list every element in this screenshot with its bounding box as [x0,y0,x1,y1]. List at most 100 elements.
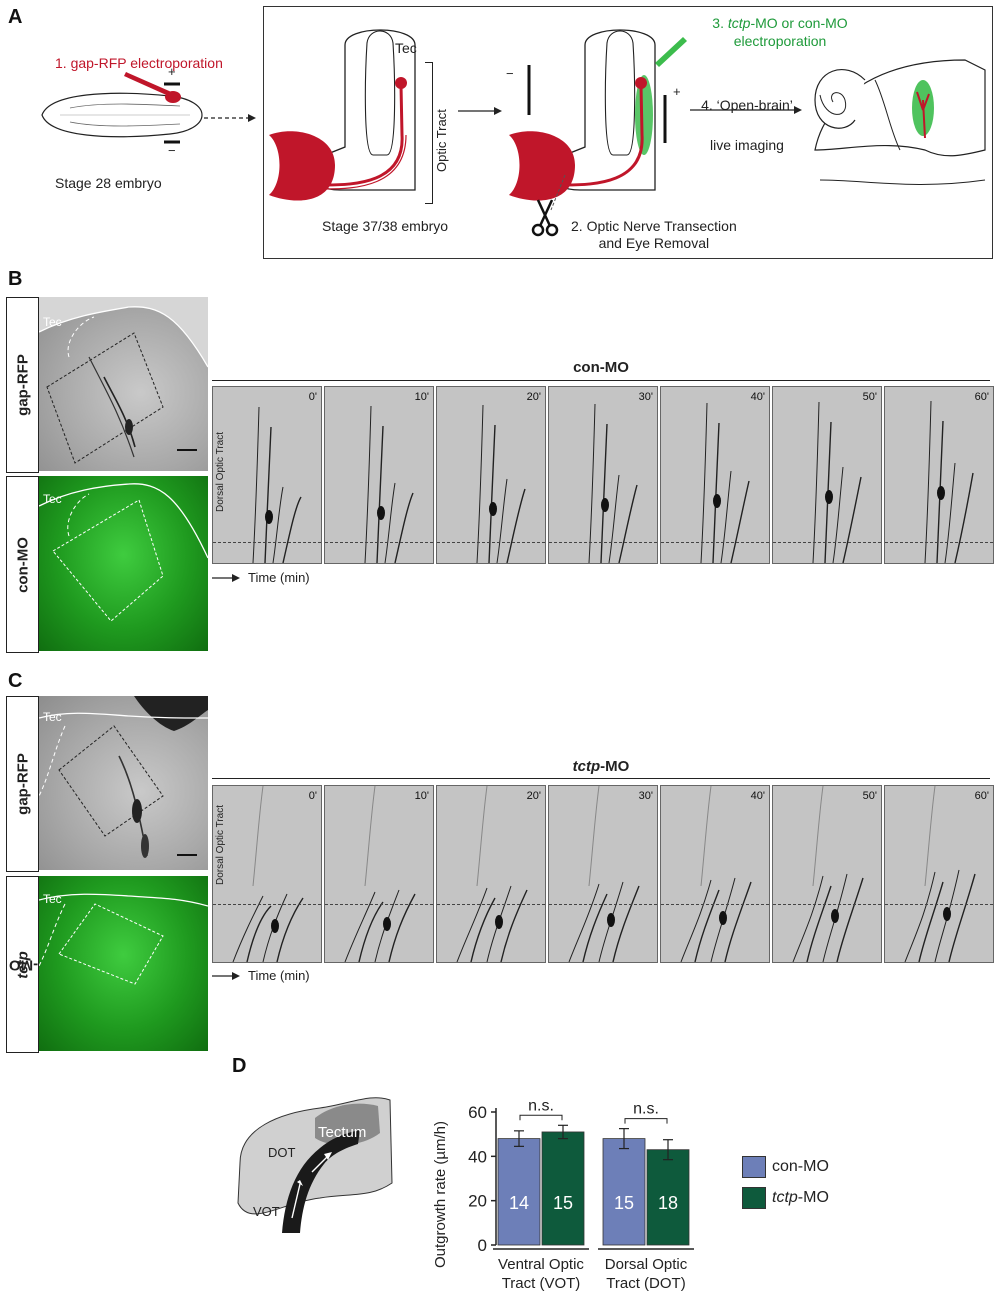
row-label-con-mo-b: con-MO [6,476,39,653]
dorsal-optic-tract-label-c: Dorsal Optic Tract [215,804,226,885]
gap-rfp-image-c: Tec [39,696,208,870]
frame-time-label: 20' [526,790,541,802]
tec-label-a1: Tec [395,40,417,56]
row-label-gap-rfp-b: gap-RFP [6,297,39,473]
frame-time-label: 60' [974,790,989,802]
bar [497,1138,541,1246]
bar [541,1131,585,1246]
timelapse-frame: 0' [212,386,322,564]
significance-label: n.s. [528,1097,554,1114]
panel-label-b: B [8,268,23,290]
tec-label-c-gray: Tec [43,710,62,724]
legend-swatch-tctp-mo [742,1187,766,1209]
dashed-arrow [204,114,256,122]
timelapse-frame: 10' [324,785,434,963]
arrow-to-step2 [458,107,502,115]
timelapse-frame: 10' [324,386,434,564]
group-label-line2: Tract (VOT) [502,1275,581,1292]
scissors-icon [531,199,559,237]
bar-n-label: 14 [509,1193,529,1213]
tec-label-c-green: Tec [43,892,62,906]
frame-time-label: 30' [638,391,653,403]
frame-time-label: 40' [750,790,765,802]
legend-swatch-con-mo [742,1156,766,1178]
row-label-gap-rfp-c: gap-RFP [6,696,39,872]
tec-label-b-gray: Tec [43,315,62,329]
minus-sign: − [168,143,176,158]
tectum-label: Tectum [318,1124,367,1141]
timelapse-frame: 50' [772,386,882,564]
frame-time-label: 50' [862,391,877,403]
chart-ylabel: Outgrowth rate (µm/h) [432,1120,449,1268]
optic-tract-label: Optic Tract [434,109,449,172]
arrow-to-step4 [690,106,802,114]
step1-label: 1. gap-RFP electroporation [55,55,223,71]
time-axis-label-b: Time (min) [248,570,310,585]
plus-sign: + [168,64,176,79]
plus-sign-2: + [673,84,681,99]
stage28-label: Stage 28 embryo [55,175,162,191]
significance-bracket [519,1114,563,1121]
group-label-line2: Tract (DOT) [606,1275,685,1292]
gap-rfp-image-b: Tec [39,297,208,471]
frame-time-label: 50' [862,790,877,802]
legend-label-con-mo: con-MO [772,1158,829,1175]
frame-time-label: 40' [750,391,765,403]
brain-tract-diagram [237,1097,393,1233]
tec-label-b-green: Tec [43,492,62,506]
frame-time-label: 60' [974,391,989,403]
time-axis-label-c: Time (min) [248,968,310,983]
bar-n-label: 15 [614,1193,634,1213]
tctp-mo-green-image-c: Tec [39,876,208,1051]
stage37-label: Stage 37/38 embryo [322,218,449,234]
bar-n-label: 18 [658,1193,678,1213]
frame-time-label: 30' [638,790,653,802]
panel-label-c: C [8,670,23,692]
transection-brain-illustration [509,29,687,211]
con-mo-title-rule [212,380,990,381]
timelapse-frame: 0' [212,785,322,963]
significance-bracket [624,1118,668,1124]
protocol-box [263,6,993,259]
frame-time-label: 20' [526,391,541,403]
timelapse-frame: 20' [436,785,546,963]
group-label-line1: Dorsal Optic [605,1256,688,1273]
timelapse-frame: 20' [436,386,546,564]
frame-time-label: 10' [414,391,429,403]
timelapse-frame: 50' [772,785,882,963]
tctp-mo-title: tctp-MO [572,758,630,775]
con-mo-title: con-MO [573,359,629,376]
y-tick-label: 40 [468,1147,487,1166]
step4-label: 4. ‘Open-brain’live imaging [701,97,793,153]
time-arrow-c [212,972,240,980]
frame-time-label: 0' [308,391,317,403]
vot-label: VOT [253,1204,280,1219]
minus-sign-2: − [506,66,514,81]
timelapse-frame: 60' [884,386,994,564]
stage37-brain-illustration [269,29,416,201]
frame-time-label: 10' [414,790,429,802]
panel-label-d: D [232,1055,247,1077]
row-label-tctp-mo-c: tctp-MO [6,876,39,1053]
legend-label-tctp-mo: tctp-MO [772,1189,829,1206]
timelapse-frame: 30' [548,785,658,963]
open-brain-illustration [814,59,986,185]
stage28-embryo-illustration [41,72,203,144]
significance-label: n.s. [633,1101,659,1118]
y-tick-label: 0 [478,1236,487,1255]
frame-time-label: 0' [308,790,317,802]
bar [646,1149,690,1246]
panel-label-a: A [8,6,23,28]
timelapse-frame: 30' [548,386,658,564]
y-tick-label: 20 [468,1192,487,1211]
optic-tract-bracket [425,62,433,204]
step3-label: 3. tctp-MO or con-MO electroporation [712,15,848,49]
con-mo-green-image-b: Tec [39,476,208,651]
timelapse-frame: 60' [884,785,994,963]
bar [602,1138,646,1246]
tctp-mo-title-rule [212,778,990,779]
dorsal-optic-tract-label-b: Dorsal Optic Tract [215,431,226,512]
time-arrow-b [212,574,240,582]
